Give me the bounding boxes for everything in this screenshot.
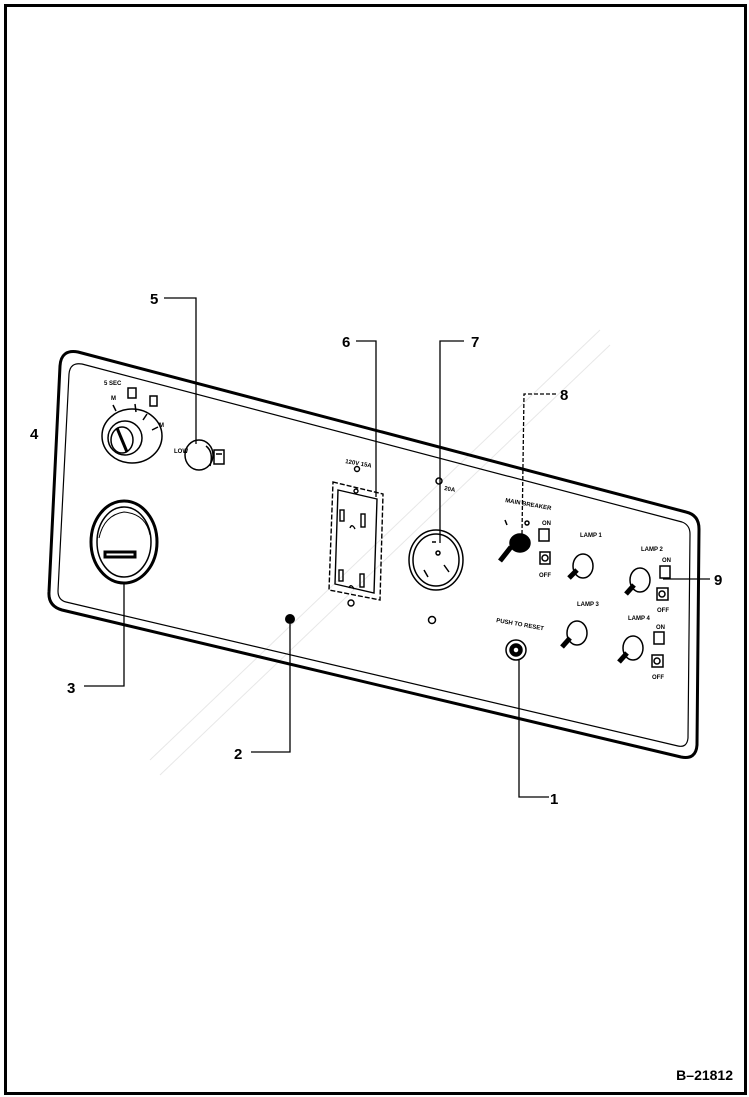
- panel-fastener: [285, 614, 295, 624]
- low-indicator-lamp: [184, 439, 225, 471]
- lamp-4-switch: [617, 631, 665, 668]
- lamp-2-switch: [624, 565, 671, 601]
- figure-frame: [4, 4, 747, 1095]
- lamp-4-label: LAMP 4: [628, 616, 651, 622]
- svg-text:M: M: [111, 396, 116, 402]
- callout-1: 1: [550, 791, 558, 808]
- main-breaker-label: MAIN BREAKER: [505, 498, 553, 512]
- lamp-2-label: LAMP 2: [641, 547, 664, 553]
- callout-5: 5: [150, 291, 158, 308]
- timer-dial: [101, 387, 163, 464]
- lamp-2-off-label: OFF: [657, 608, 669, 614]
- lamp-3-switch: [560, 620, 588, 649]
- figure-id: B–21812: [676, 1067, 733, 1083]
- lamp-1-switch: [567, 553, 594, 580]
- round-cover: [89, 499, 159, 585]
- outlet-20a-label: 20A: [444, 486, 457, 494]
- twist-lock-receptacle: [408, 477, 464, 625]
- callout-6: 6: [342, 334, 350, 351]
- duplex-receptacle: [328, 465, 384, 607]
- five-sec-label: 5 SEC: [104, 381, 122, 387]
- push-to-reset-label: PUSH TO RESET: [496, 618, 545, 632]
- outlet-120v-label: 120V 15A: [345, 459, 373, 470]
- main-breaker-off-label: OFF: [539, 573, 551, 579]
- panel: [47, 350, 701, 759]
- main-breaker: [498, 519, 551, 565]
- lamp-3-label: LAMP 3: [577, 602, 600, 608]
- push-to-reset-button: [505, 639, 527, 661]
- callout-3: 3: [67, 680, 75, 697]
- callout-7: 7: [471, 334, 479, 351]
- lamp-2-on-label: ON: [662, 558, 671, 564]
- callout-2: 2: [234, 746, 242, 763]
- lamp-1-label: LAMP 1: [580, 533, 603, 539]
- low-label: LOW: [174, 449, 188, 455]
- callout-9: 9: [714, 572, 722, 589]
- leader-lines: [84, 297, 710, 798]
- svg-text:M: M: [159, 423, 164, 429]
- callout-8: 8: [560, 387, 568, 404]
- callout-4: 4: [30, 426, 39, 443]
- lamp-4-on-label: ON: [656, 625, 665, 631]
- lamp-4-off-label: OFF: [652, 675, 664, 681]
- main-breaker-on-label: ON: [542, 521, 551, 527]
